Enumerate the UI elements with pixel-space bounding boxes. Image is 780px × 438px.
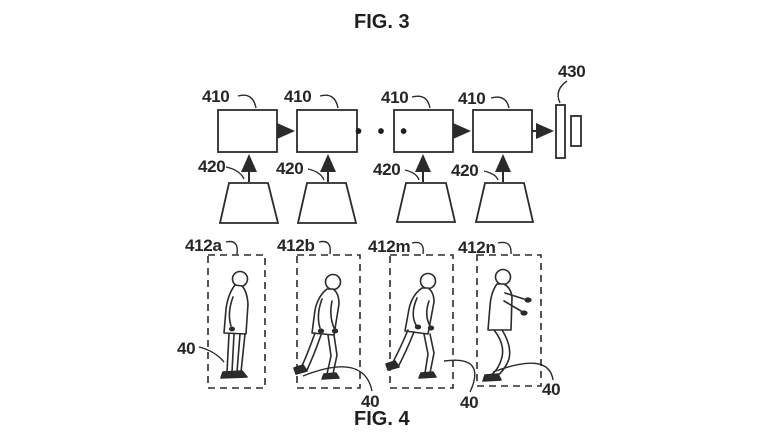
- ref-label-420-2: 420: [276, 159, 304, 178]
- image-frame-412n: [476, 254, 542, 387]
- leader-430: [557, 80, 568, 104]
- feature-extractor-trapezoid-1: [218, 182, 280, 224]
- feature-extractor-trapezoid-3: [395, 182, 457, 223]
- leader-412b: [318, 240, 331, 255]
- image-frame-412b: [296, 254, 361, 389]
- fig3-diagram: [217, 80, 582, 224]
- person-figure-pose-3: [385, 272, 437, 379]
- person-figure-pose-1: [220, 270, 249, 379]
- person-figure-pose-2: [293, 273, 342, 380]
- ref-label-430: 430: [558, 62, 586, 81]
- leader-410-4: [490, 96, 510, 109]
- rnn-cell-box-4: [472, 109, 533, 153]
- leader-410-1: [237, 94, 257, 109]
- ref-label-410-2: 410: [284, 87, 312, 106]
- image-frame-412m: [389, 254, 454, 389]
- leader-420-2: [307, 168, 325, 181]
- ref-label-420-3: 420: [373, 160, 401, 179]
- ref-label-420-1: 420: [198, 157, 226, 176]
- ref-label-412n: 412n: [458, 238, 496, 257]
- ref-label-40-4: 40: [542, 380, 561, 399]
- ref-label-412m: 412m: [368, 237, 411, 256]
- rnn-cell-box-3: [393, 109, 454, 153]
- fig3-leader-lines: [225, 80, 568, 181]
- leader-420-3: [404, 169, 420, 181]
- leader-412m: [411, 241, 424, 255]
- feature-extractor-trapezoid-4: [474, 182, 535, 223]
- fig4-leader-lines: [198, 240, 554, 393]
- fig4-diagram: [198, 240, 554, 393]
- leader-412n: [497, 241, 512, 255]
- leader-40-2: [302, 366, 373, 392]
- feature-extractor-trapezoid-2: [296, 182, 358, 224]
- leader-420-1: [225, 166, 245, 180]
- leader-412a: [225, 240, 238, 255]
- leader-420-4: [483, 170, 499, 181]
- image-frame-412a: [207, 254, 266, 389]
- leader-40-1: [198, 346, 225, 363]
- output-bar-tall: [555, 104, 566, 159]
- sequence-ellipsis: • • •: [355, 121, 413, 143]
- ref-label-40-1: 40: [177, 339, 196, 358]
- ref-label-410-1: 410: [202, 87, 230, 106]
- ref-label-410-4: 410: [458, 89, 486, 108]
- leader-410-3: [411, 95, 431, 109]
- leader-410-2: [319, 94, 339, 109]
- rnn-cell-box-1: [217, 109, 278, 153]
- person-figure-pose-4: [482, 268, 532, 382]
- ref-label-40-3: 40: [460, 393, 479, 412]
- leader-40-3: [443, 359, 476, 393]
- ref-label-412a: 412a: [185, 236, 222, 255]
- fig3-title: FIG. 3: [354, 11, 410, 33]
- leader-40-4: [492, 362, 554, 381]
- ref-label-40-2: 40: [361, 392, 380, 411]
- rnn-cell-box-2: [296, 109, 358, 153]
- output-bar-small: [570, 115, 582, 147]
- ref-label-410-3: 410: [381, 88, 409, 107]
- fig4-title: FIG. 4: [354, 408, 410, 430]
- ref-label-412b: 412b: [277, 236, 315, 255]
- ref-label-420-4: 420: [451, 161, 479, 180]
